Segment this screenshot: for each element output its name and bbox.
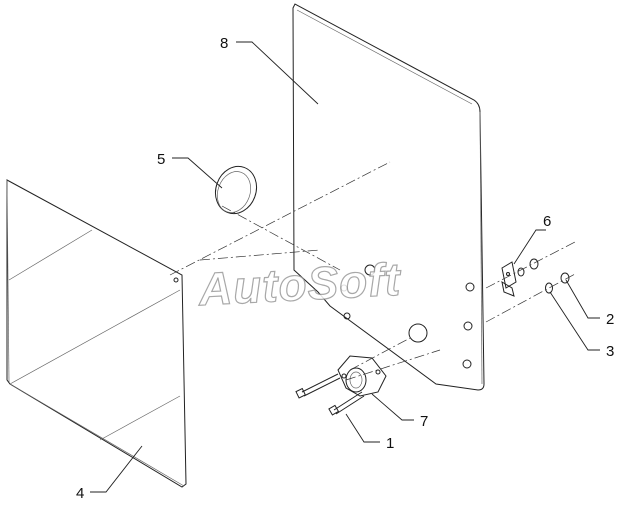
part-5-cap xyxy=(214,165,258,215)
plate-hole xyxy=(343,312,351,320)
panel-fastener xyxy=(173,277,179,283)
callout-3: 3 xyxy=(606,343,614,360)
callout-1: 1 xyxy=(386,435,394,452)
callout-7: 7 xyxy=(420,413,428,430)
callout-6: 6 xyxy=(543,213,551,230)
part-7-mount xyxy=(337,355,387,397)
callout-4: 4 xyxy=(76,485,84,502)
part-4-panel xyxy=(6,179,187,488)
part-8-plate xyxy=(292,3,485,391)
leader-lines xyxy=(90,41,600,493)
plate-large-hole xyxy=(408,323,428,343)
callout-5: 5 xyxy=(157,151,165,168)
plate-hole xyxy=(340,284,348,292)
plate-hole xyxy=(364,264,376,276)
plate-hole xyxy=(463,321,473,331)
assembly-axes xyxy=(169,161,576,381)
plate-hole xyxy=(462,359,472,369)
part-1-bolts xyxy=(295,373,365,416)
callout-8: 8 xyxy=(220,35,228,52)
plate-hole xyxy=(465,282,475,292)
watermark: AutoSoft xyxy=(197,253,403,316)
part-6-bracket xyxy=(501,261,517,297)
washers xyxy=(517,258,570,294)
callout-2: 2 xyxy=(606,311,614,328)
